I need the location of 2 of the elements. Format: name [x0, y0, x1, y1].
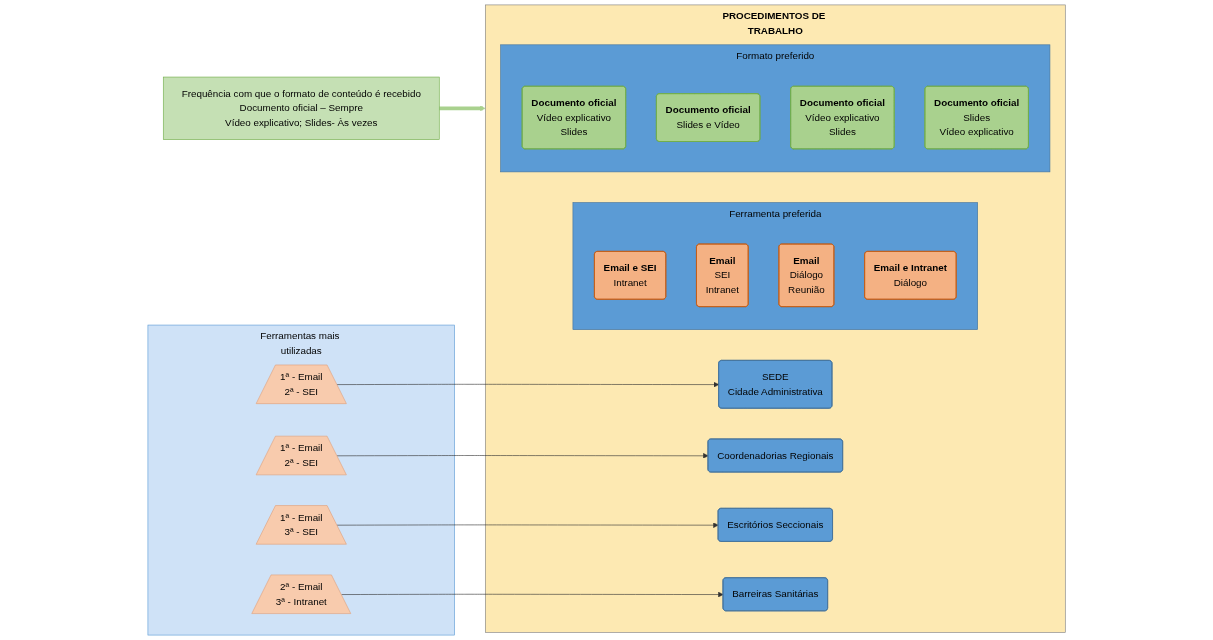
- node-box: Frequência com que o formato de conteúdo é recebido Documento oficial – Sempre Vídeo explicativo; Slides- Às vezes: [162, 76, 440, 140]
- arrow: [439, 105, 486, 112]
